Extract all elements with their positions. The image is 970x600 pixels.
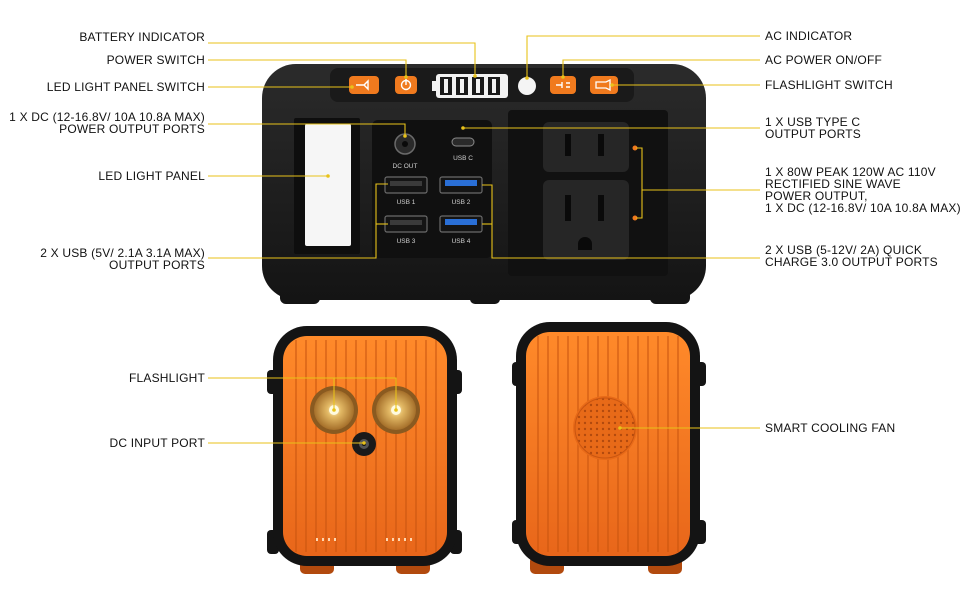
usb2-label: USB 2: [452, 199, 471, 206]
label-quick-charge: 2 X USB (5-12V/ 2A) QUICK CHARGE 3.0 OUT…: [765, 243, 938, 269]
label-usb-c: 1 X USB TYPE C OUTPUT PORTS: [765, 115, 861, 141]
label-ac-power: AC POWER ON/OFF: [765, 53, 882, 67]
flashlight-side-view: [267, 326, 462, 574]
fan-side-view: [512, 322, 706, 574]
battery-indicator-display: [432, 74, 508, 98]
label-dc-output: 1 X DC (12-16.8V/ 10A 10.8A MAX) POWER O…: [9, 110, 205, 136]
cooling-fan-grille: [575, 398, 635, 458]
ac-outlet-bottom: [543, 180, 629, 260]
label-flashlight-switch: FLASHLIGHT SWITCH: [765, 78, 893, 92]
ac-power-button: [550, 76, 576, 94]
label-ac-output: 1 X 80W PEAK 120W AC 110V RECTIFIED SINE…: [765, 165, 961, 215]
leader-lines: [208, 35, 760, 444]
front-view: [262, 64, 706, 304]
usb4-label: USB 4: [452, 238, 471, 245]
label-cooling-fan: SMART COOLING FAN: [765, 421, 896, 435]
usb-c-label: USB C: [453, 155, 473, 162]
ac-outlet-top: [543, 122, 629, 172]
label-led-panel-switch: LED LIGHT PANEL SWITCH: [46, 80, 205, 94]
label-flashlight: FLASHLIGHT: [128, 371, 205, 385]
usb-c-port: [451, 137, 475, 147]
ac-indicator-light: [518, 77, 536, 95]
label-dc-input: DC INPUT PORT: [109, 436, 205, 450]
label-battery-indicator: BATTERY INDICATOR: [79, 30, 205, 44]
usb1-label: USB 1: [397, 199, 416, 206]
label-power-switch: POWER SWITCH: [106, 53, 205, 67]
label-led-panel: LED LIGHT PANEL: [98, 169, 205, 183]
led-light-panel: [305, 124, 351, 246]
dc-out-label: DC OUT: [393, 163, 418, 170]
label-usb-output: 2 X USB (5V/ 2.1A 3.1A MAX) OUTPUT PORTS: [40, 246, 205, 272]
label-ac-indicator: AC INDICATOR: [765, 29, 853, 43]
usb3-label: USB 3: [397, 238, 416, 245]
flashlight-switch-button: [590, 76, 618, 94]
